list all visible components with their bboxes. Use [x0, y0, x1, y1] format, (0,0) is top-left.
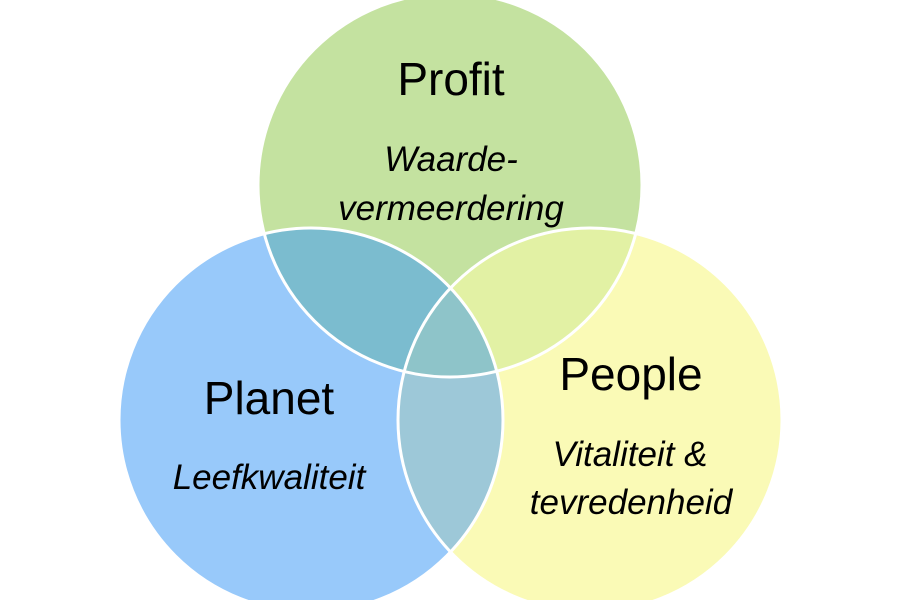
profit-title: Profit [397, 53, 505, 105]
people-outline [396, 226, 784, 600]
people-description-line-1: Vitaliteit & [553, 435, 708, 474]
people-description-line-2: tevredenheid [530, 483, 734, 522]
planet-title: Planet [204, 372, 335, 424]
planet-outline [117, 226, 505, 600]
profit-description-line-1: Waarde- [384, 140, 518, 179]
profit-planet-overlap [258, 228, 503, 377]
profit-outline [256, 0, 644, 379]
profit-people-overlap [398, 228, 642, 377]
people-title: People [559, 348, 702, 400]
profit-description-line-2: vermeerdering [338, 189, 564, 228]
planet-description-line-1: Leefkwaliteit [173, 458, 367, 497]
